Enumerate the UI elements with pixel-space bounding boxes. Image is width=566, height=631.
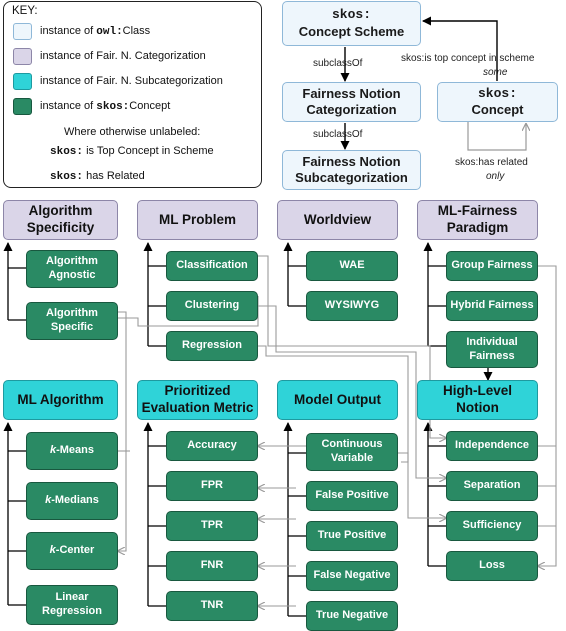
linear-regression-node[interactable]: Linear Regression (26, 585, 118, 625)
high-level-notion-node[interactable]: High-Level Notion (417, 380, 538, 420)
algorithm-specificity-node[interactable]: Algorithm Specificity (3, 200, 118, 240)
ml-algorithm-node[interactable]: ML Algorithm (3, 380, 118, 420)
key-swatch-class (13, 23, 32, 40)
algorithm-specific-node[interactable]: Algorithm Specific (26, 302, 118, 340)
fpr-node[interactable]: FPR (166, 471, 258, 501)
related-edges (118, 255, 557, 606)
k-medians-node[interactable]: k-Medians (26, 482, 118, 520)
k-means-node[interactable]: k-Means (26, 432, 118, 470)
only-label: only (486, 171, 505, 182)
false-negative-node[interactable]: False Negative (306, 561, 398, 591)
false-positive-node[interactable]: False Positive (306, 481, 398, 511)
tree-edges (3, 242, 493, 617)
key-row-subcategorization: instance of Fair. N. Subcategorization (40, 75, 223, 87)
subclass-label-1: subclassOf (313, 58, 363, 69)
wae-node[interactable]: WAE (306, 251, 398, 281)
loss-node[interactable]: Loss (446, 551, 538, 581)
has-related-self-edge (467, 122, 526, 151)
continuous-variable-node[interactable]: Continuous Variable (306, 433, 398, 471)
key-swatch-categorization (13, 48, 32, 65)
k-center-node[interactable]: k-Center (26, 532, 118, 570)
key-swatch-concept (13, 98, 32, 115)
has-related-label: skos:has related (455, 157, 528, 168)
classification-node[interactable]: Classification (166, 251, 258, 281)
key-edge-has-related: skos: has Related (50, 170, 145, 183)
tpr-node[interactable]: TPR (166, 511, 258, 541)
accuracy-node[interactable]: Accuracy (166, 431, 258, 461)
algorithm-agnostic-node[interactable]: Algorithm Agnostic (26, 250, 118, 288)
regression-node[interactable]: Regression (166, 331, 258, 361)
wysiwyg-node[interactable]: WYSIWYG (306, 291, 398, 321)
key-swatch-subcategorization (13, 73, 32, 90)
model-output-node[interactable]: Model Output (277, 380, 398, 420)
key-legend: KEY: instance of owl:Class instance of F… (3, 1, 262, 188)
prioritized-evaluation-metric-node[interactable]: Prioritized Evaluation Metric (137, 380, 258, 420)
key-edge-top-concept: skos: is Top Concept in Scheme (50, 145, 214, 158)
subclass-label-2: subclassOf (313, 129, 363, 140)
separation-node[interactable]: Separation (446, 471, 538, 501)
key-row-concept: instance of skos:Concept (40, 100, 171, 113)
true-positive-node[interactable]: True Positive (306, 521, 398, 551)
tnr-node[interactable]: TNR (166, 591, 258, 621)
true-negative-node[interactable]: True Negative (306, 601, 398, 631)
key-row-class: instance of owl:Class (40, 25, 151, 38)
sufficiency-node[interactable]: Sufficiency (446, 511, 538, 541)
top-concept-edge (422, 16, 498, 81)
concept-class: skos: Concept (437, 82, 558, 122)
categorization-class: Fairness Notion Categorization (282, 82, 421, 122)
independence-node[interactable]: Independence (446, 431, 538, 461)
key-title: KEY: (12, 5, 38, 17)
individual-fairness-node[interactable]: Individual Fairness (446, 331, 538, 368)
key-row-categorization: instance of Fair. N. Categorization (40, 50, 206, 62)
clustering-node[interactable]: Clustering (166, 291, 258, 321)
worldview-node[interactable]: Worldview (277, 200, 398, 240)
top-concept-label: skos:is top concept in scheme (401, 53, 535, 64)
fnr-node[interactable]: FNR (166, 551, 258, 581)
ml-problem-node[interactable]: ML Problem (137, 200, 258, 240)
concept-scheme-class: skos: Concept Scheme (282, 1, 421, 46)
key-note: Where otherwise unlabeled: (64, 126, 201, 138)
hybrid-fairness-node[interactable]: Hybrid Fairness (446, 291, 538, 321)
group-fairness-node[interactable]: Group Fairness (446, 251, 538, 281)
ml-fairness-paradigm-node[interactable]: ML-Fairness Paradigm (417, 200, 538, 240)
some-label: some (483, 67, 508, 78)
subcategorization-class: Fairness Notion Subcategorization (282, 150, 421, 190)
